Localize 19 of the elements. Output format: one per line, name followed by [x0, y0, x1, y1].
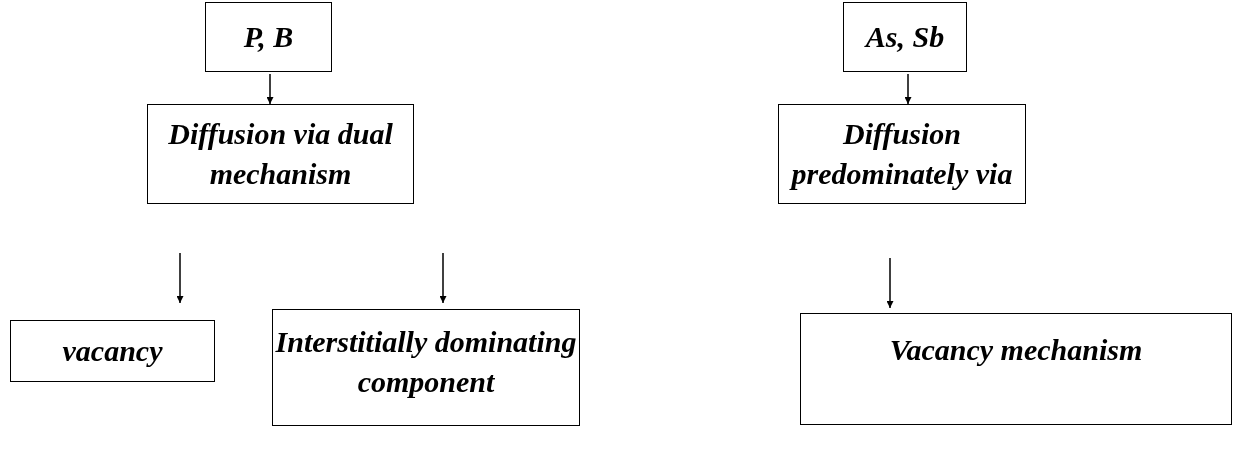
box-label: Vacancy mechanism: [889, 332, 1143, 368]
box-label: Diffusion via dual mechanism: [167, 116, 394, 192]
arrow: [904, 73, 912, 105]
text-box: [272, 309, 580, 426]
box-label: Interstitially dominating component: [274, 324, 578, 400]
box-label: Diffusion predominately via: [788, 116, 1014, 192]
arrow: [886, 257, 894, 309]
text-box: [147, 104, 414, 204]
box-label: vacancy: [62, 333, 163, 369]
arrow: [439, 252, 447, 304]
arrow: [266, 73, 274, 105]
box-label: As, Sb: [865, 19, 945, 55]
arrow: [176, 252, 184, 304]
text-box: [10, 320, 215, 382]
text-box: [800, 313, 1232, 425]
text-box: [778, 104, 1026, 204]
text-box: [843, 2, 967, 72]
box-label: P, B: [243, 19, 294, 55]
text-box: [205, 2, 332, 72]
